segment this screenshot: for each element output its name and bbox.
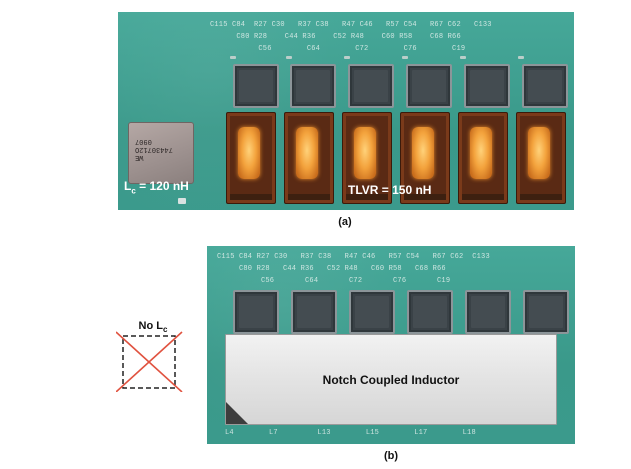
caption-b: (b) <box>383 450 399 462</box>
photo-tlvr-board: C115 C84 R27 C30 R37 C38 R47 C46 R57 C54… <box>118 12 574 210</box>
power-stage-chip <box>233 290 279 334</box>
tlvr-value-label: TLVR = 150 nH <box>348 183 432 197</box>
component-marking: WE 74430712O 0907 <box>135 137 173 161</box>
silkscreen-text: C115 C84 R27 C30 R37 C38 R47 C46 R57 C54… <box>217 253 490 261</box>
power-stage-chip <box>522 64 568 108</box>
notch-coupled-inductor: Notch Coupled Inductor <box>225 334 557 425</box>
power-stage-chip <box>464 64 510 108</box>
power-stage-chip <box>349 290 395 334</box>
notch-corner <box>226 402 248 424</box>
power-stage-chip <box>407 290 453 334</box>
power-stage-chip <box>523 290 569 334</box>
smd-pad <box>286 56 292 59</box>
removed-inductor-cross-icon <box>116 331 183 392</box>
smd-pad <box>402 56 408 59</box>
tlvr-inductor <box>458 112 508 204</box>
smd-pad <box>460 56 466 59</box>
lc-value-label: Lc = 120 nH <box>124 179 189 196</box>
notch-label: Notch Coupled Inductor <box>322 373 460 387</box>
smd-pad <box>344 56 350 59</box>
silkscreen-text: C56 C64 C72 C76 C19 <box>217 277 451 285</box>
tlvr-inductor <box>516 112 566 204</box>
power-stage-chip <box>291 290 337 334</box>
silkscreen-text: C56 C64 C72 C76 C19 <box>210 45 466 53</box>
power-stage-chip <box>348 64 394 108</box>
lc-inductor-component: WE 74430712O 0907 <box>128 122 194 184</box>
caption-a: (a) <box>338 216 352 228</box>
tlvr-inductor <box>342 112 392 204</box>
silkscreen-text: C80 R28 C44 R36 C52 R48 C60 R58 C68 R66 <box>210 33 461 41</box>
silkscreen-text: C80 R28 C44 R36 C52 R48 C60 R58 C68 R66 <box>217 265 446 273</box>
power-stage-chip <box>233 64 279 108</box>
smd-pad <box>518 56 524 59</box>
tlvr-inductor <box>400 112 450 204</box>
photo-notch-board: C115 C84 R27 C30 R37 C38 R47 C46 R57 C54… <box>207 246 575 444</box>
no-lc-label: No Lc <box>138 320 168 335</box>
tlvr-inductor <box>226 112 276 204</box>
power-stage-chip <box>465 290 511 334</box>
power-stage-chip <box>406 64 452 108</box>
silkscreen-text: C115 C84 R27 C30 R37 C38 R47 C46 R57 C54… <box>210 21 492 29</box>
smd-pad <box>230 56 236 59</box>
power-stage-chip <box>290 64 336 108</box>
tlvr-inductor <box>284 112 334 204</box>
silkscreen-text: L4 L7 L13 L15 L17 L18 <box>225 429 476 437</box>
smd-pad <box>178 198 186 204</box>
